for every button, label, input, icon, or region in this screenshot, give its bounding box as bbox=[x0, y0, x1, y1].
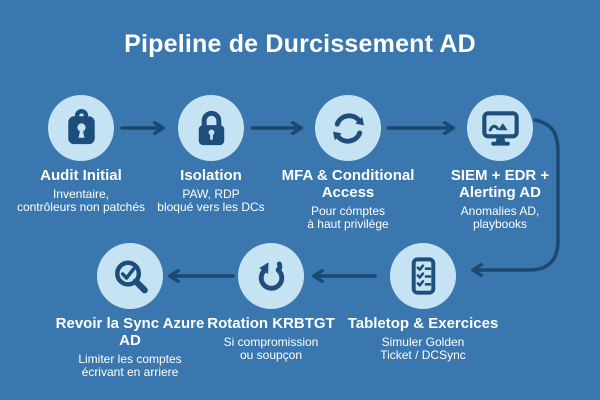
step-tabletop-exercices: Tabletop & Exercices Simuler Golden Tick… bbox=[333, 243, 513, 363]
rotate-ccw-icon bbox=[258, 261, 284, 291]
step-mfa-conditional-access: MFA & Conditional Access Pour cómptes à … bbox=[261, 95, 435, 232]
step-rotation-krbtgt: Rotation KRBTGT Si compromission ou soup… bbox=[194, 243, 348, 363]
step-subtitle: Simuler Golden Ticket / DCSync bbox=[380, 334, 466, 363]
step-bubble bbox=[48, 95, 114, 161]
step-bubble bbox=[390, 243, 456, 309]
step-siem-edr-alerting: SIEM + EDR + Alerting AD Anomalies AD, p… bbox=[423, 95, 577, 232]
magnifier-check-icon bbox=[114, 260, 148, 293]
step-subtitle: Inventaire, contrôleurs non patchés bbox=[16, 186, 146, 215]
step-title: Revoir la Sync Azure AD bbox=[55, 315, 205, 349]
step-bubble bbox=[467, 95, 533, 161]
step-subtitle: PAW, RDP bloqué vers les DCs bbox=[157, 186, 265, 215]
padlock-icon bbox=[198, 110, 224, 145]
step-bubble bbox=[315, 95, 381, 161]
step-title: SIEM + EDR + Alerting AD bbox=[450, 167, 550, 201]
step-subtitle: Limiter les comptes écrivant en arriere bbox=[78, 351, 182, 380]
step-subtitle: Anomalies AD, playbooks bbox=[460, 203, 540, 232]
step-audit-initial: Audit Initial Inventaire, contrôleurs no… bbox=[2, 95, 160, 215]
step-isolation: Isolation PAW, RDP bloqué vers les DCs bbox=[134, 95, 288, 215]
step-title: MFA & Conditional Access bbox=[281, 167, 415, 201]
step-title: Tabletop & Exercices bbox=[347, 315, 499, 332]
lock-badge-icon bbox=[67, 108, 95, 144]
step-bubble bbox=[97, 243, 163, 309]
step-bubble bbox=[238, 243, 304, 309]
step-subtitle: Pour cómptes à haut privilége bbox=[307, 203, 389, 232]
step-subtitle: Si compromission ou soupçon bbox=[223, 334, 319, 363]
page-title: Pipeline de Durcissement AD bbox=[124, 30, 476, 58]
step-revoir-sync-azure-ad: Revoir la Sync Azure AD Limiter les comp… bbox=[43, 243, 217, 380]
step-title: Audit Initial bbox=[40, 167, 122, 184]
step-title: Rotation KRBTGT bbox=[207, 315, 335, 332]
step-title: Isolation bbox=[180, 167, 242, 184]
checklist-icon bbox=[411, 256, 435, 295]
sync-arrows-icon bbox=[332, 112, 364, 144]
step-bubble bbox=[178, 95, 244, 161]
monitor-chart-icon bbox=[481, 110, 519, 146]
